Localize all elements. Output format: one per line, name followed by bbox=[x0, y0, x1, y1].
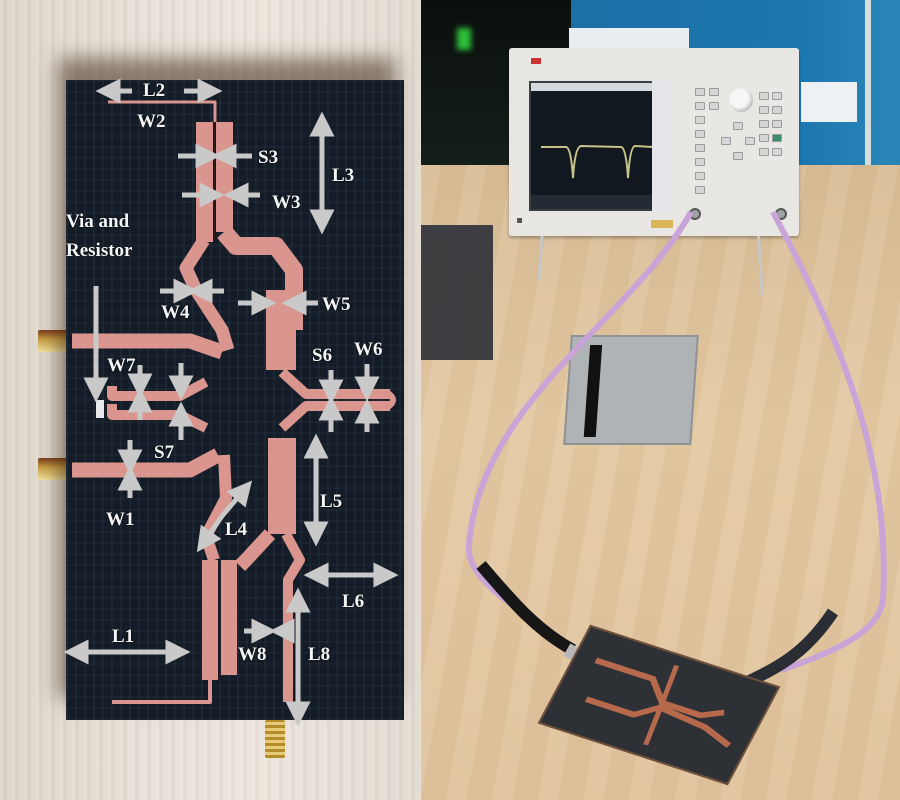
analyzer-rotary-knob bbox=[729, 88, 753, 112]
analyzer-logo bbox=[531, 58, 541, 64]
dimension-arrows bbox=[63, 78, 399, 727]
analyzer-key bbox=[695, 144, 705, 152]
analyzer-key bbox=[772, 92, 782, 100]
sma-connector-port-2 bbox=[38, 458, 68, 480]
background-box-right bbox=[801, 82, 857, 122]
label-W5: W5 bbox=[322, 294, 351, 315]
equipment-box bbox=[421, 225, 493, 360]
analyzer-softkey-panel bbox=[652, 81, 672, 211]
analyzer-key bbox=[759, 148, 769, 156]
measurement-setup-photo bbox=[421, 0, 900, 800]
analyzer-key bbox=[759, 120, 769, 128]
analyzer-key bbox=[695, 172, 705, 180]
vector-network-analyzer bbox=[509, 48, 799, 236]
analyzer-label-plate bbox=[651, 220, 673, 228]
dut-traces bbox=[584, 657, 732, 748]
device-under-test-board bbox=[537, 624, 781, 786]
label-L2: L2 bbox=[143, 80, 166, 101]
label-L1: L1 bbox=[112, 626, 135, 647]
analyzer-key bbox=[695, 158, 705, 166]
analyzer-key bbox=[695, 88, 705, 96]
background-window-frame bbox=[865, 0, 871, 190]
label-L5: L5 bbox=[320, 491, 343, 512]
via-resistor-component bbox=[96, 400, 104, 418]
background-green-light bbox=[457, 28, 471, 50]
fabricated-board-photo: L2 W2 S3 L3 W3 Via and Resistor W4 W5 S6… bbox=[0, 0, 421, 800]
coaxial-cables bbox=[465, 210, 887, 696]
analyzer-key bbox=[772, 106, 782, 114]
label-L4: L4 bbox=[225, 519, 248, 540]
label-W3: W3 bbox=[272, 192, 301, 213]
analyzer-key bbox=[759, 134, 769, 142]
analyzer-key bbox=[695, 116, 705, 124]
analyzer-key bbox=[733, 122, 743, 130]
s-parameter-trace bbox=[531, 83, 665, 209]
label-W6: W6 bbox=[354, 339, 383, 360]
analyzer-key bbox=[772, 134, 782, 142]
label-W1: W1 bbox=[106, 509, 135, 530]
analyzer-key bbox=[745, 137, 755, 145]
pcb-substrate bbox=[66, 80, 404, 720]
label-W4: W4 bbox=[161, 302, 190, 323]
label-L6: L6 bbox=[342, 591, 365, 612]
analyzer-key bbox=[772, 148, 782, 156]
analyzer-key bbox=[695, 186, 705, 194]
label-L3: L3 bbox=[332, 165, 355, 186]
analyzer-key bbox=[695, 130, 705, 138]
analyzer-key bbox=[759, 92, 769, 100]
analyzer-key bbox=[709, 102, 719, 110]
label-S3: S3 bbox=[258, 147, 279, 168]
label-W8: W8 bbox=[238, 644, 267, 665]
sma-connector-port-3 bbox=[265, 720, 285, 758]
label-W2: W2 bbox=[137, 111, 166, 132]
analyzer-key bbox=[721, 137, 731, 145]
label-L8: L8 bbox=[308, 644, 331, 665]
analyzer-key bbox=[709, 88, 719, 96]
label-S6: S6 bbox=[312, 345, 333, 366]
label-S7: S7 bbox=[154, 442, 175, 463]
sma-connector-port-1 bbox=[38, 330, 68, 352]
analyzer-key bbox=[733, 152, 743, 160]
label-via-line-1: Via and bbox=[66, 211, 130, 232]
label-via-line-2: Resistor bbox=[66, 240, 133, 261]
analyzer-power-button bbox=[517, 218, 522, 223]
label-W7: W7 bbox=[107, 355, 136, 376]
analyzer-key bbox=[695, 102, 705, 110]
analyzer-screen bbox=[529, 81, 667, 211]
analyzer-key bbox=[759, 106, 769, 114]
analyzer-key bbox=[772, 120, 782, 128]
